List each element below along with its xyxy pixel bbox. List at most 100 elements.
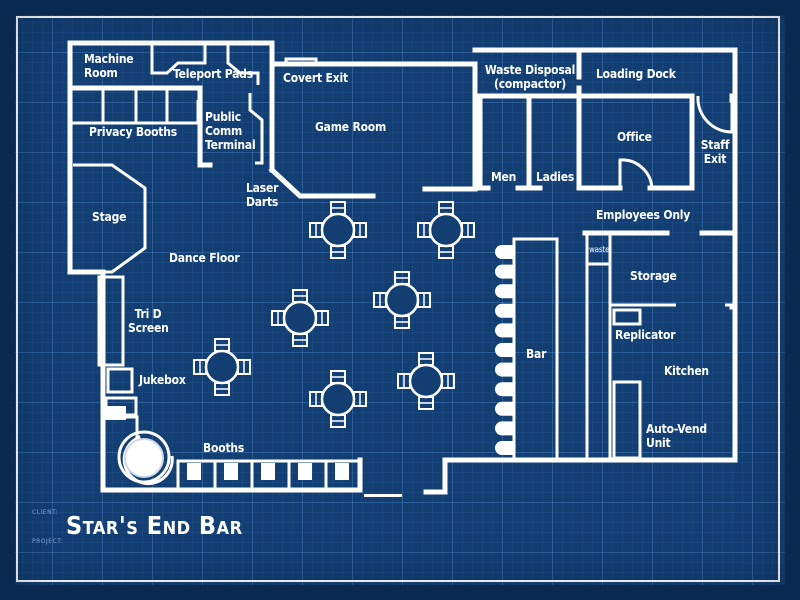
interior-lines bbox=[70, 43, 735, 462]
label-line: Screen bbox=[128, 321, 169, 335]
round-table bbox=[320, 212, 356, 248]
booth-seat bbox=[187, 463, 201, 480]
round-table bbox=[384, 282, 420, 318]
label-employees-only: Employees Only bbox=[596, 208, 691, 222]
round-booth-seat bbox=[117, 430, 171, 484]
booth-row-frame bbox=[176, 459, 362, 492]
round-booth-frame bbox=[106, 415, 174, 486]
label-line: Staff bbox=[700, 138, 730, 152]
wall-south-step bbox=[423, 457, 448, 495]
wall-north-right bbox=[472, 47, 738, 310]
booth-seat bbox=[298, 463, 312, 480]
round-table bbox=[204, 349, 240, 385]
label-ladies: Ladies bbox=[536, 170, 575, 184]
wall-machine-room bbox=[67, 40, 275, 88]
label-privacy-booths: Privacy Booths bbox=[89, 125, 177, 139]
comm-terminal-partition bbox=[248, 93, 264, 165]
table-with-chairs bbox=[309, 201, 367, 259]
round-table bbox=[282, 300, 318, 336]
table-with-chairs bbox=[271, 289, 329, 347]
client-label: CLIENT: bbox=[32, 509, 59, 516]
bar-stool bbox=[495, 441, 513, 455]
label-waste-disposal: Waste Disposal(compactor) bbox=[480, 63, 580, 91]
label-bar: Bar bbox=[526, 347, 547, 361]
round-table bbox=[408, 363, 444, 399]
bar-stool bbox=[495, 382, 513, 397]
label-line: Machine bbox=[84, 52, 134, 66]
label-office: Office bbox=[617, 130, 652, 144]
bar-stool bbox=[495, 343, 513, 357]
bar-stool bbox=[495, 303, 513, 318]
staff-exit-door-swing bbox=[696, 95, 734, 134]
wall-kitchen-right bbox=[729, 304, 738, 463]
teleport-pad-outline bbox=[150, 43, 207, 75]
teleport-pad-outline-2 bbox=[226, 43, 260, 85]
label-line: Waste Disposal bbox=[484, 63, 576, 77]
bar-counter bbox=[512, 237, 559, 462]
bar-stool bbox=[495, 362, 513, 377]
table-with-chairs bbox=[193, 338, 251, 396]
label-kitchen: Kitchen bbox=[664, 364, 709, 378]
table-with-chairs bbox=[373, 271, 431, 329]
office-door-swing bbox=[618, 158, 654, 191]
label-booths: Booths bbox=[203, 441, 245, 455]
project-label: PROJECT: bbox=[32, 538, 64, 545]
tri-d-screen bbox=[97, 275, 125, 367]
bar-stools bbox=[495, 245, 513, 455]
label-line: Comm bbox=[205, 124, 243, 138]
wall-office bbox=[576, 97, 623, 191]
label-line: Darts bbox=[246, 195, 279, 209]
label-line: Room bbox=[84, 66, 118, 80]
label-jukebox: Jukebox bbox=[139, 373, 186, 387]
jukebox bbox=[106, 367, 134, 394]
label-line: Laser bbox=[246, 181, 279, 195]
round-booth-table bbox=[124, 438, 164, 478]
label-teleport-pads: Teleport Pads bbox=[173, 67, 253, 81]
drawing-border bbox=[16, 16, 780, 582]
wall-machine-room-bottom bbox=[67, 85, 213, 168]
booth-seat bbox=[261, 463, 275, 480]
exterior-walls bbox=[67, 40, 738, 495]
table-with-chairs bbox=[397, 352, 455, 410]
bar-stool bbox=[495, 421, 513, 436]
label-waste: waste bbox=[589, 245, 610, 254]
entry-step bbox=[104, 406, 126, 420]
privacy-booths-outline bbox=[70, 100, 200, 125]
bar-stool bbox=[495, 401, 513, 416]
label-line: Unit bbox=[646, 436, 671, 450]
label-storage: Storage bbox=[630, 269, 677, 283]
label-line: Terminal bbox=[205, 138, 256, 152]
label-line: Auto-Vend bbox=[646, 422, 707, 436]
label-line: Public bbox=[205, 110, 241, 124]
round-booth bbox=[106, 415, 174, 486]
wall-office-right bbox=[647, 93, 695, 191]
bar-stool bbox=[495, 284, 513, 299]
wall-laser-darts-diag bbox=[268, 166, 376, 199]
project-title: Star's End Bar bbox=[66, 511, 243, 540]
label-line: (compactor) bbox=[493, 77, 567, 91]
label-loading-dock: Loading Dock bbox=[596, 67, 676, 81]
table-with-chairs bbox=[309, 370, 367, 428]
wall-covert-top bbox=[269, 61, 478, 192]
booth-row bbox=[176, 459, 362, 492]
label-stage: Stage bbox=[92, 210, 127, 224]
bar-stool bbox=[495, 323, 513, 338]
booth-seat bbox=[335, 463, 349, 480]
booth-seat bbox=[224, 463, 238, 480]
label-dance-floor: Dance Floor bbox=[169, 251, 240, 265]
auto-vend-unit bbox=[612, 380, 642, 460]
label-game-room: Game Room bbox=[315, 120, 387, 134]
bar-stool bbox=[495, 264, 513, 279]
front-door-threshold bbox=[364, 494, 402, 497]
round-table bbox=[428, 212, 464, 248]
label-covert-exit: Covert Exit bbox=[283, 71, 348, 85]
label-replicator: Replicator bbox=[615, 328, 676, 342]
